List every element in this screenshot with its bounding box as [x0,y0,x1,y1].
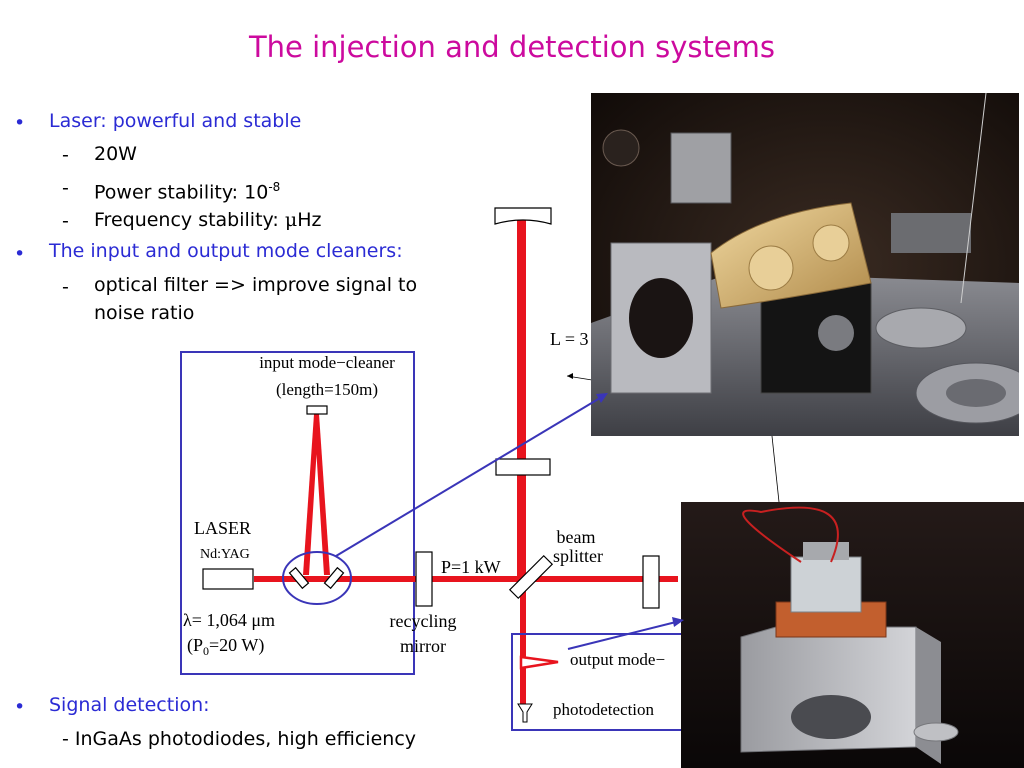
arm-beam-vertical [517,218,526,578]
imc-mirror-left [288,566,310,590]
output-mode-cleaner-label: output mode− [570,650,665,669]
arm-input-mirror [495,458,551,476]
mode-cleaner-item-line2: noise ratio [94,302,195,324]
imc-label: input mode−cleaner [259,353,395,372]
injection-system-box [180,351,415,675]
bullet-detection-heading: Signal detection: [49,694,210,716]
dash: - [62,144,69,166]
laser-power-label: (P0=20 W) [187,635,264,658]
power-subscript: 0 [203,644,209,658]
dash: - [62,276,69,298]
wavelength-label: λ= 1,064 μm [183,610,275,630]
arm-end-mirror [494,207,552,225]
laser-type-label: Nd:YAG [200,547,250,562]
imc-end-mirror [306,405,328,415]
pointer-line-imc [335,397,601,557]
imc-beam-left [303,414,319,575]
recycling-mirror [415,551,433,607]
beam-splitter [508,554,554,600]
laser-label: LASER [194,518,251,538]
dash: - [62,210,69,232]
pointer-arrowhead-imc [596,393,608,403]
laser-source [202,568,254,590]
arm-length-label: L = 3 [550,329,588,349]
recycling-label: recycling [390,611,457,631]
laser-item-power: 20W [94,143,137,165]
laser-item-power-stability: Power stability: 10-8 [94,173,280,206]
pointer-line-detection [567,621,677,650]
input-mode-cleaner-photo-art [591,93,1019,436]
photodiode-icon [517,703,533,723]
input-mode-cleaner-photo [591,93,1019,436]
frequency-stability-text: Frequency stability: [94,209,285,231]
recycling-mirror-label: mirror [400,636,446,656]
power-p: (P [187,635,203,656]
power-stability-exponent: -8 [268,180,281,194]
beam-label: beam [557,527,596,547]
imc-mirror-right [323,566,345,590]
leader-arrowhead [567,373,573,379]
laser-item-frequency-stability: Frequency stability: μHz [94,206,321,234]
photodetection-bench-photo [681,502,1024,768]
imc-length-label: (length=150m) [276,380,378,399]
imc-input-ellipse [282,551,352,605]
bullet-laser-heading: Laser: powerful and stable [49,110,302,132]
west-arm-mirror [642,555,660,609]
main-beam-horizontal [254,576,678,582]
dash: - [62,177,69,199]
slide-title: The injection and detection systems [248,30,776,64]
bullet-dot: • [14,696,26,718]
bullet-dot: • [14,243,26,265]
power-stability-text: Power stability: 10 [94,181,269,204]
pointer-arrowhead-detection [672,617,684,627]
photodetection-bench-photo-art [681,502,1024,768]
output-mode-cleaner-symbol [519,655,559,670]
mode-cleaner-item-line1: optical filter => improve signal to [94,274,418,296]
bullet-mode-cleaners-heading: The input and output mode cleaners: [49,240,403,262]
detection-beam [520,582,526,707]
bullet-dot: • [14,112,26,134]
splitter-label: splitter [553,546,603,566]
frequency-unit-mu: μ [284,209,298,231]
power-value: =20 W) [209,635,264,656]
recycled-power-label: P=1 kW [441,557,501,577]
detection-item: - InGaAs photodiodes, high efficiency [62,728,417,750]
leader-line [771,435,780,503]
imc-beam-right [314,414,330,575]
frequency-unit-hz: Hz [297,209,322,231]
photodetection-label: photodetection [553,700,655,719]
